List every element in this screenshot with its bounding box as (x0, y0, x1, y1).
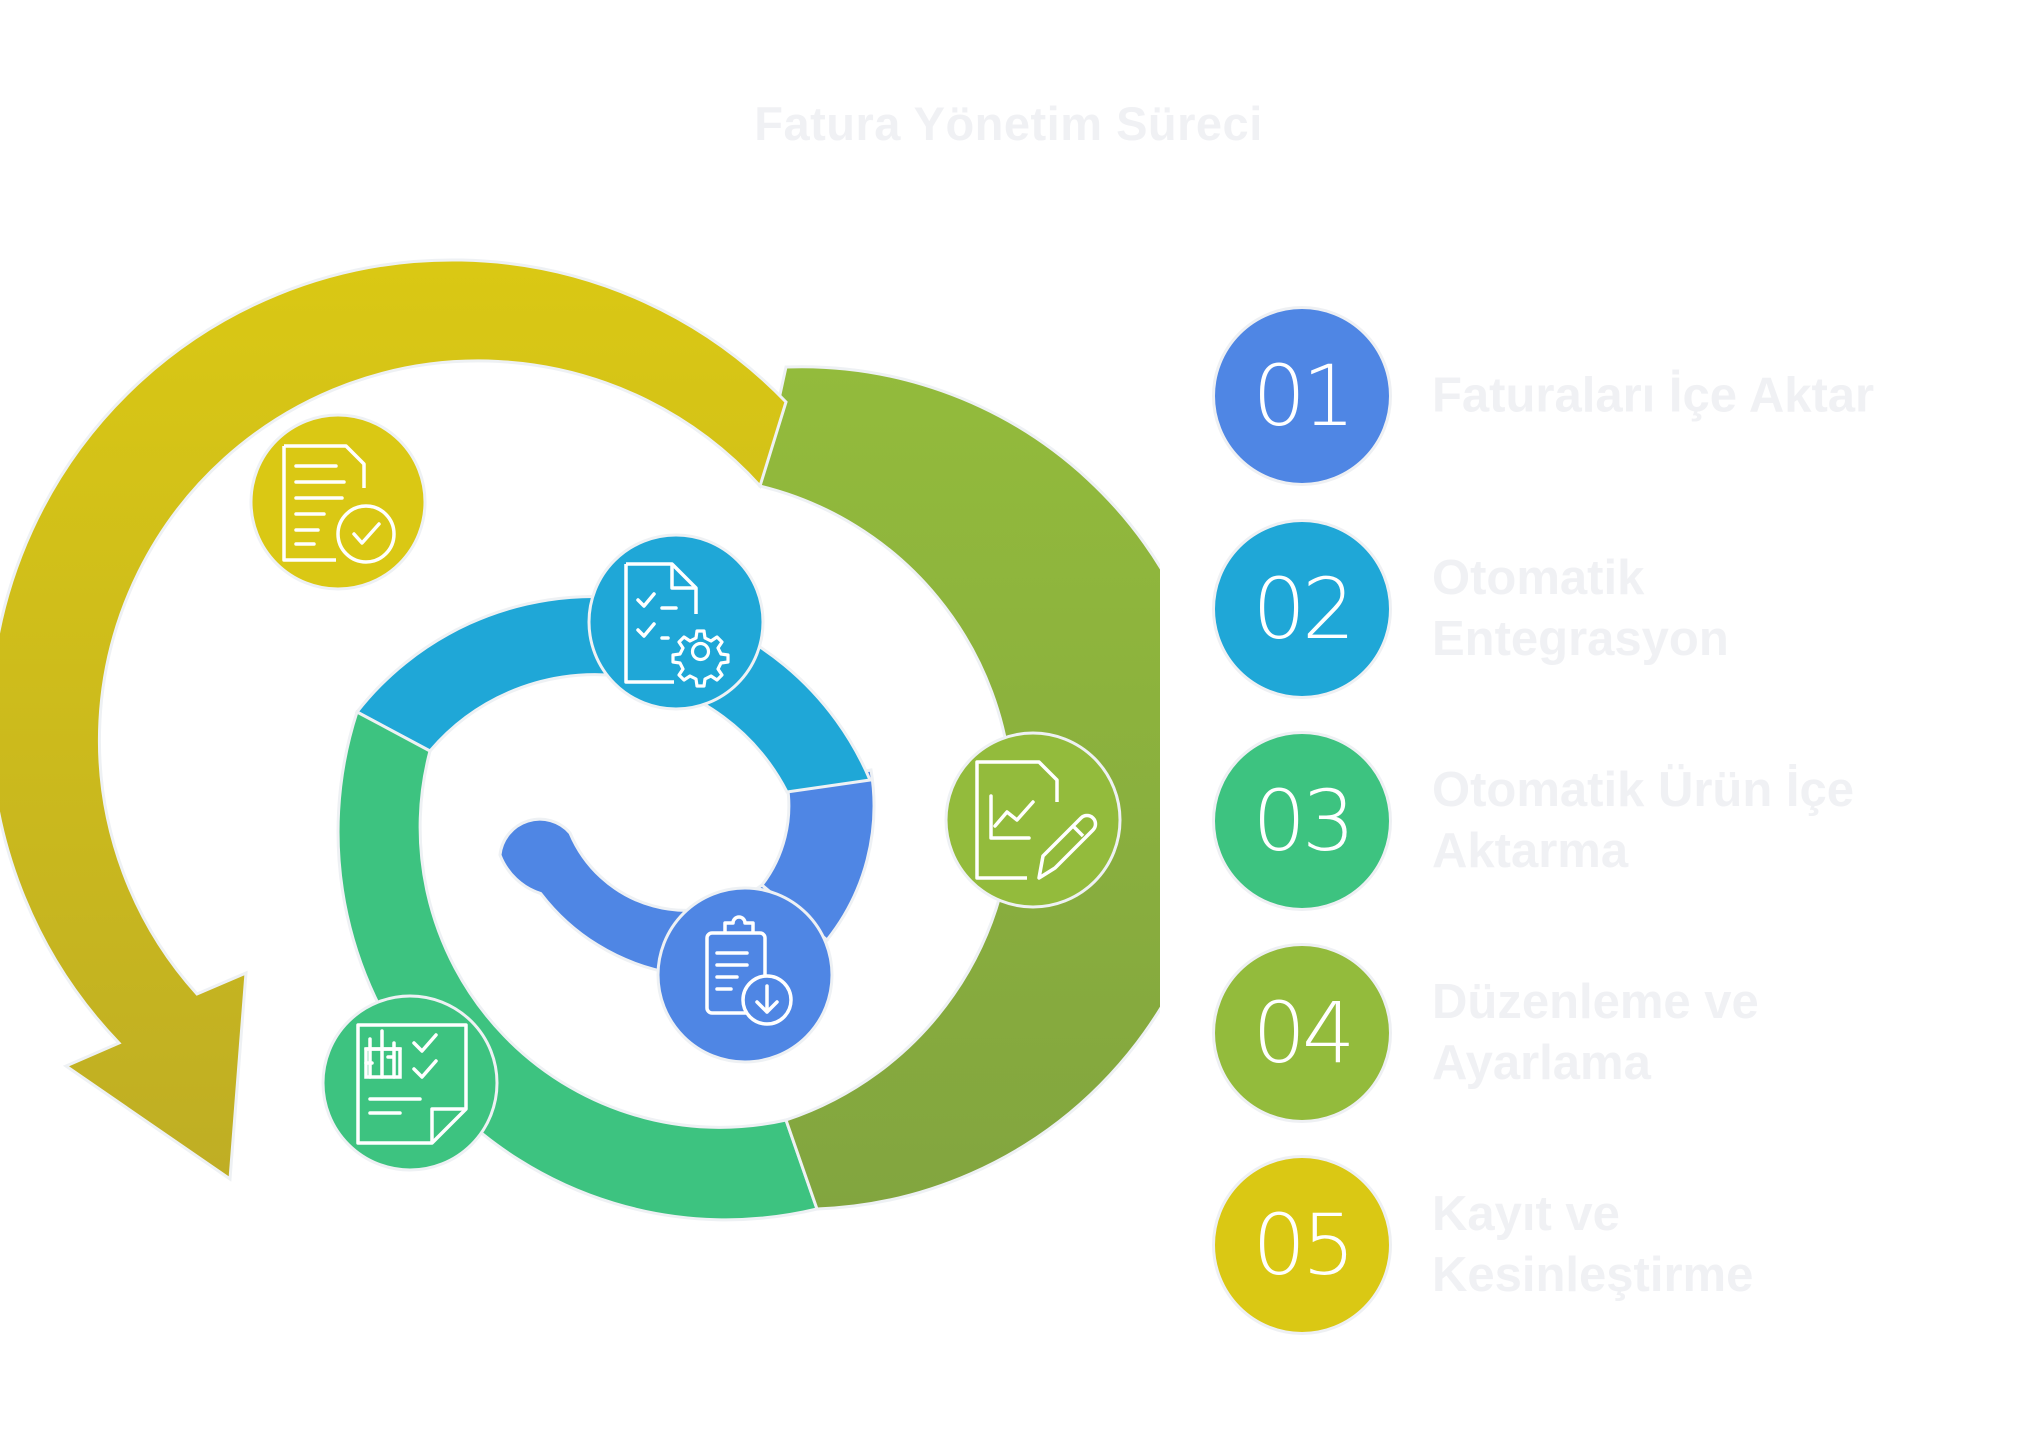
step-02: 02 Otomatik Entegrasyon (1212, 519, 2012, 699)
node-step-02 (587, 533, 765, 711)
step-05: 05 Kayıt ve Kesinleştirme (1212, 1155, 2012, 1335)
spiral-band-05 (0, 258, 788, 1182)
step-number-badge: 05 (1212, 1155, 1392, 1335)
step-number: 01 (1252, 347, 1356, 445)
step-label: Otomatik Ürün İçe Aktarma (1432, 763, 1855, 878)
spiral-diagram (0, 258, 1160, 1222)
step-label: Otomatik Entegrasyon (1432, 551, 1729, 666)
step-number-badge: 02 (1212, 519, 1392, 699)
node-step-04 (944, 731, 1122, 909)
step-number-badge: 04 (1212, 943, 1392, 1123)
page-title: Fatura Yönetim Süreci (754, 97, 1263, 150)
node-step-03 (321, 994, 499, 1172)
step-number-badge: 01 (1212, 306, 1392, 486)
node-step-05 (249, 413, 427, 591)
step-number-badge: 03 (1212, 731, 1392, 911)
step-number: 03 (1252, 772, 1356, 870)
node-step-01 (656, 886, 834, 1064)
step-label: Kayıt ve Kesinleştirme (1432, 1187, 1754, 1302)
spiral-band-04 (758, 365, 1160, 1211)
step-number: 02 (1252, 560, 1356, 658)
step-03: 03 Otomatik Ürün İçe Aktarma (1212, 731, 2012, 911)
step-number: 04 (1252, 984, 1356, 1082)
step-label: Düzenleme ve Ayarlama (1432, 975, 1759, 1090)
step-label: Faturaları İçe Aktar (1432, 368, 1875, 423)
step-04: 04 Düzenleme ve Ayarlama (1212, 943, 2012, 1123)
step-number: 05 (1252, 1196, 1356, 1294)
spiral-band-01b (759, 768, 876, 943)
step-01: 01 Faturaları İçe Aktar (1212, 306, 2012, 486)
